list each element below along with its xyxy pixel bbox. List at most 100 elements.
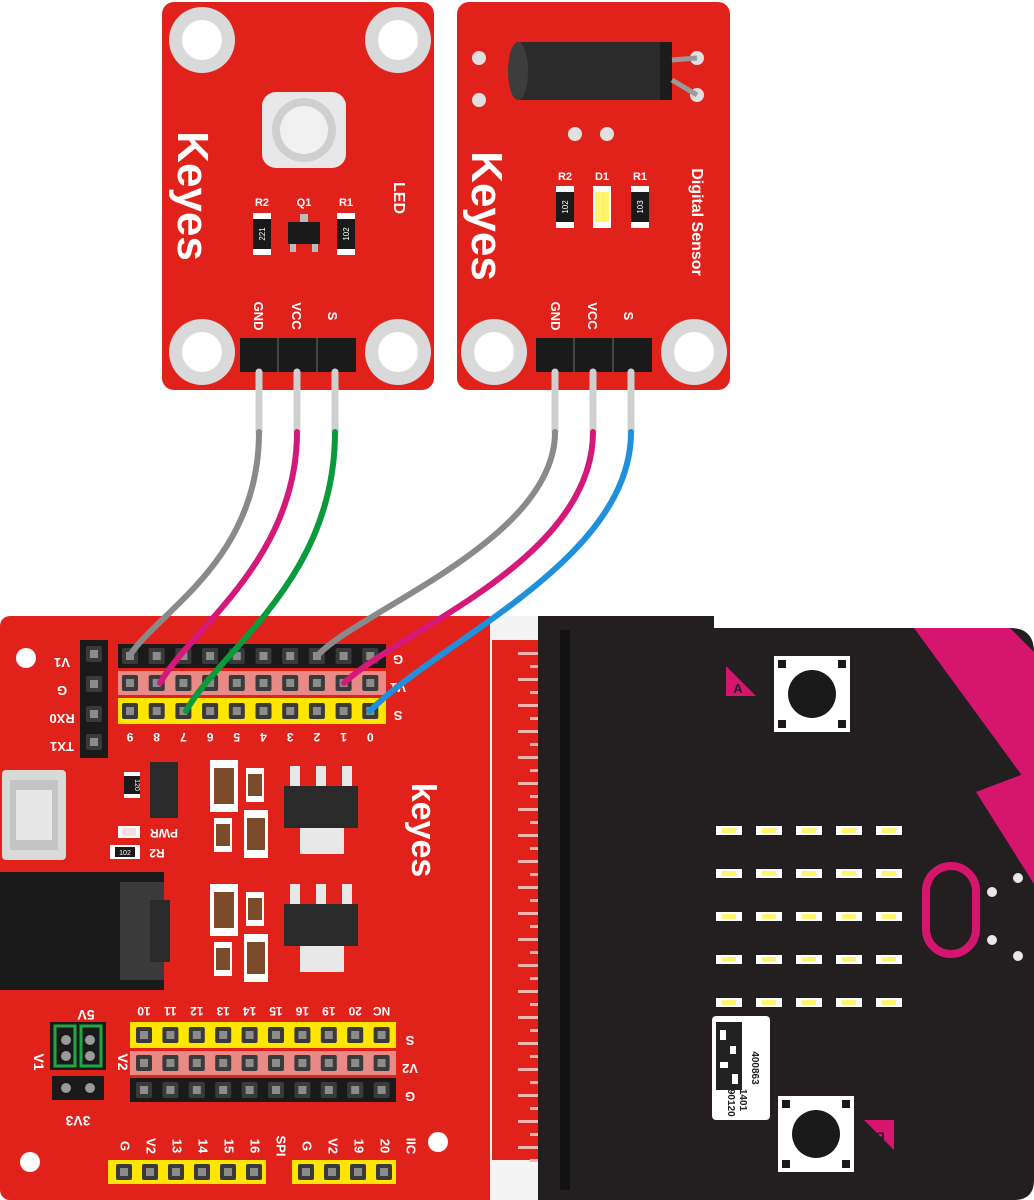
spi-pin-label: 15 [222,1139,237,1153]
spi-pin-label: 13 [170,1139,185,1153]
sensor-brand: Keyes [462,151,511,281]
pin-number-label: 4 [260,730,267,744]
wire-led-vcc [157,429,300,686]
pin-number-label: 3 [287,730,294,744]
pin-number-label: 8 [153,730,160,744]
led-title: LED [390,182,407,214]
shield-brand: keyes [404,783,442,878]
sensor-r2-code: 102 [561,200,570,214]
mount-hole [661,319,727,385]
jumper-label-v2: V2 [115,1053,131,1070]
wire-sensor-gnd [315,429,558,658]
jumper-label-5v: 5V [77,1007,95,1023]
led-module: R2 221 Q1 R1 102 Keyes LED GND VCC S [162,2,434,390]
uart-label-tx1: TX1 [50,739,74,754]
mount-hole [169,319,235,385]
sensor-title: Digital Sensor [688,168,705,276]
voltage-regulator [284,884,358,972]
pin-number-label: 10 [137,1004,151,1018]
button-a[interactable] [774,656,850,732]
capacitor [246,768,264,802]
qr-text-1: 400863 [749,1051,760,1085]
diode [150,762,178,818]
tilt-switch [508,42,699,100]
led-r2-label: R2 [255,197,269,209]
top-row-label-g: G [393,652,403,667]
uart-label-v1: V1 [54,655,70,670]
bottom-row-label-v2: V2 [402,1061,418,1076]
led-q1-label: Q1 [297,197,312,209]
pin-number-label: 11 [164,1004,177,1018]
jumper-label-v1: V1 [31,1053,47,1070]
bottom-row-label-s: S [405,1033,414,1048]
wire-led-gnd [127,429,262,658]
jumper-label-3v3: 3V3 [65,1113,90,1129]
pin-number-label: 13 [216,1004,230,1018]
iic-pin-label: G [300,1141,315,1151]
iic-pin-label: V2 [326,1138,341,1154]
led-pin-gnd-label: GND [251,302,266,331]
button-b-label[interactable]: B [875,1130,884,1145]
uart-label-rx0: RX0 [49,711,74,726]
wire-sensor-vcc [341,429,596,686]
pin-number-label: 9 [126,730,133,744]
wires [127,368,635,714]
mount-hole [461,319,527,385]
resistor-r2: 102 [556,186,574,228]
top-row-label-s: S [393,708,402,723]
capacitor [210,760,238,812]
bottom-header [130,1022,396,1102]
dc-jack [0,872,170,990]
pin-number-label: NC [373,1004,391,1018]
resistor-120: 120 [124,772,140,798]
pwr-label: PWR [150,826,178,840]
button-b[interactable] [778,1096,854,1172]
shield-r2-code: 102 [119,850,131,857]
pin-number-label: 15 [269,1004,283,1018]
button-b-marker [864,1120,894,1150]
mount-hole [365,7,431,73]
button-a-label[interactable]: A [733,681,743,696]
bottom-row-label-g: G [405,1089,415,1104]
pin-number-label: 2 [313,730,320,744]
qr-text-3: 890120 [725,1083,736,1117]
spi-header [108,1160,266,1184]
sensor-module: R2 102 D1 R1 103 Keyes Digital Sensor GN… [457,2,730,390]
led-r1-label: R1 [339,197,353,209]
voltage-regulator [284,766,358,854]
sensor-r2-label: R2 [558,171,572,183]
iic-header [292,1160,396,1184]
resistor-r1: 103 [631,186,649,228]
resistor-r1: 102 [337,213,355,255]
capacitor [214,942,232,976]
uart-label-g: G [57,683,67,698]
resistor-r2: 102 [110,845,140,859]
wire-sensor-signal [367,429,634,714]
wire-led-signal [183,429,338,714]
iic-pin-label: IIC [404,1138,419,1155]
sensor-pin-gnd-label: GND [548,302,563,331]
pin-number-label: 7 [180,730,187,744]
sensor-pin-s-label: S [621,312,636,321]
sensor-r1-label: R1 [633,171,647,183]
spi-pin-label: SPI [274,1136,289,1157]
led-r1-code: 102 [342,227,351,241]
button-a-marker [726,666,756,696]
led-pin-header [240,338,356,372]
screw-hole [20,1152,40,1172]
sensor-pin-header [536,338,652,372]
qr-text-2: 1401 [737,1089,748,1112]
power-jumper [50,1022,106,1100]
pin-number-label: 6 [206,730,213,744]
led-component [262,92,346,168]
indicator-led-d1 [593,186,611,228]
sensor-pin-vcc-label: VCC [585,302,600,330]
screw-hole [16,648,36,668]
spi-pin-label: 16 [248,1139,263,1153]
spi-pin-label: V2 [144,1138,159,1154]
led-matrix [716,826,902,1007]
pin-number-label: 20 [348,1004,362,1018]
screw-hole [428,1132,448,1152]
jst-connector [2,770,66,860]
